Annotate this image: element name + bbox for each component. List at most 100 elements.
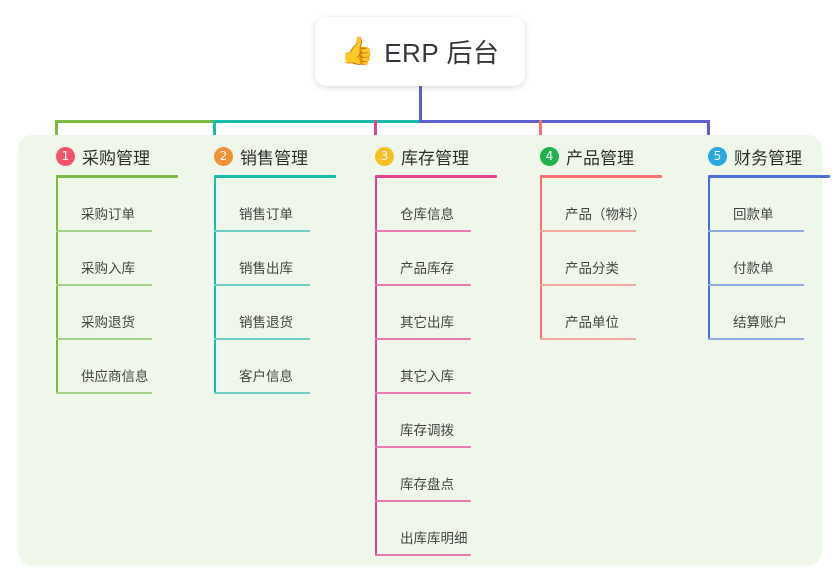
leaf-item-rule: [214, 230, 310, 232]
column-2: 2 销售管理销售订单销售出库销售退货客户信息: [192, 143, 352, 394]
leaf-item[interactable]: 产品分类: [540, 232, 678, 286]
drop-line-2: [213, 120, 216, 148]
leaf-item-rule: [214, 284, 310, 286]
leaf-item[interactable]: 库存调拨: [375, 394, 513, 448]
column-header-2[interactable]: 2 销售管理: [192, 143, 352, 169]
leaf-spine-1: [56, 178, 58, 394]
leaf-item-rule: [375, 392, 471, 394]
column-title-4: 产品管理: [566, 148, 634, 168]
leaf-item-label: 销售出库: [239, 261, 293, 276]
leaf-item-rule: [56, 284, 152, 286]
column-badge-5: 5: [708, 146, 727, 166]
leaf-item-rule: [375, 500, 471, 502]
leaf-item[interactable]: 其它入库: [375, 340, 513, 394]
leaf-item-label: 产品库存: [400, 261, 454, 276]
leaf-item[interactable]: 采购退货: [56, 286, 194, 340]
leaf-item-label: 供应商信息: [81, 369, 149, 384]
leaf-item-rule: [56, 338, 152, 340]
leaf-item-label: 结算账户: [733, 315, 787, 330]
leaf-item-rule: [56, 392, 152, 394]
column-title-5: 财务管理: [734, 148, 802, 168]
leaf-spine-3: [375, 178, 377, 556]
branch-panel: [18, 135, 822, 566]
leaf-item-label: 出库库明细: [400, 531, 468, 546]
leaf-item[interactable]: 销售订单: [214, 178, 352, 232]
leaf-item[interactable]: 其它出库: [375, 286, 513, 340]
leaf-spine-2: [214, 178, 216, 394]
leaf-item[interactable]: 出库库明细: [375, 502, 513, 556]
leaf-item-label: 采购退货: [81, 315, 135, 330]
leaf-item-rule: [708, 230, 804, 232]
leaf-item-label: 产品（物料）: [565, 207, 646, 222]
leaf-item[interactable]: 产品（物料）: [540, 178, 678, 232]
thumbs-up-icon: 👍: [340, 36, 375, 66]
leaf-item[interactable]: 客户信息: [214, 340, 352, 394]
leaf-list-5: 回款单付款单结算账户: [708, 178, 839, 340]
leaf-item-label: 仓库信息: [400, 207, 454, 222]
drop-line-1: [55, 120, 58, 148]
drop-line-4: [539, 120, 542, 148]
column-header-5[interactable]: 5 财务管理: [686, 143, 839, 169]
leaf-item-rule: [375, 554, 471, 556]
leaf-item-rule: [56, 230, 152, 232]
leaf-item-rule: [214, 392, 310, 394]
column-header-rule-5: [708, 175, 830, 178]
leaf-item-label: 其它入库: [400, 369, 454, 384]
leaf-item-rule: [375, 446, 471, 448]
leaf-item-rule: [375, 338, 471, 340]
bus-segment-1: [55, 120, 216, 123]
leaf-item-label: 库存调拨: [400, 423, 454, 438]
leaf-item[interactable]: 采购订单: [56, 178, 194, 232]
leaf-list-1: 采购订单采购入库采购退货供应商信息: [56, 178, 194, 394]
leaf-item-rule: [708, 338, 804, 340]
leaf-item-label: 产品分类: [565, 261, 619, 276]
leaf-item-rule: [708, 284, 804, 286]
column-title-2: 销售管理: [240, 148, 308, 168]
leaf-item[interactable]: 回款单: [708, 178, 839, 232]
leaf-item[interactable]: 销售出库: [214, 232, 352, 286]
leaf-list-2: 销售订单销售出库销售退货客户信息: [214, 178, 352, 394]
leaf-item-label: 产品单位: [565, 315, 619, 330]
column-badge-2: 2: [214, 146, 233, 166]
leaf-item-rule: [540, 338, 636, 340]
column-badge-1: 1: [56, 146, 75, 166]
column-title-3: 库存管理: [401, 148, 469, 168]
leaf-item[interactable]: 采购入库: [56, 232, 194, 286]
leaf-spine-5: [708, 178, 710, 340]
leaf-item[interactable]: 产品单位: [540, 286, 678, 340]
leaf-item-rule: [540, 284, 636, 286]
column-header-1[interactable]: 1 采购管理: [34, 143, 194, 169]
root-node[interactable]: 👍 ERP 后台: [315, 17, 525, 86]
column-header-rule-2: [214, 175, 336, 178]
leaf-item-label: 其它出库: [400, 315, 454, 330]
leaf-item-rule: [375, 284, 471, 286]
root-stem-line: [419, 86, 422, 122]
leaf-item[interactable]: 销售退货: [214, 286, 352, 340]
leaf-item[interactable]: 产品库存: [375, 232, 513, 286]
column-5: 5 财务管理回款单付款单结算账户: [686, 143, 839, 340]
column-header-rule-4: [540, 175, 662, 178]
leaf-item-label: 采购入库: [81, 261, 135, 276]
bus-segment-2: [213, 120, 422, 123]
drop-line-3: [374, 120, 377, 148]
leaf-spine-4: [540, 178, 542, 340]
leaf-item[interactable]: 供应商信息: [56, 340, 194, 394]
leaf-item[interactable]: 结算账户: [708, 286, 839, 340]
leaf-item-label: 客户信息: [239, 369, 293, 384]
bus-segment-3: [419, 120, 710, 123]
drop-line-5: [707, 120, 710, 148]
leaf-item[interactable]: 仓库信息: [375, 178, 513, 232]
leaf-item[interactable]: 付款单: [708, 232, 839, 286]
column-title-1: 采购管理: [82, 148, 150, 168]
leaf-item-rule: [540, 230, 636, 232]
leaf-list-3: 仓库信息产品库存其它出库其它入库库存调拨库存盘点出库库明细: [375, 178, 513, 556]
leaf-item[interactable]: 库存盘点: [375, 448, 513, 502]
column-1: 1 采购管理采购订单采购入库采购退货供应商信息: [34, 143, 194, 394]
leaf-item-rule: [375, 230, 471, 232]
leaf-item-label: 库存盘点: [400, 477, 454, 492]
leaf-item-rule: [214, 338, 310, 340]
column-header-rule-3: [375, 175, 497, 178]
